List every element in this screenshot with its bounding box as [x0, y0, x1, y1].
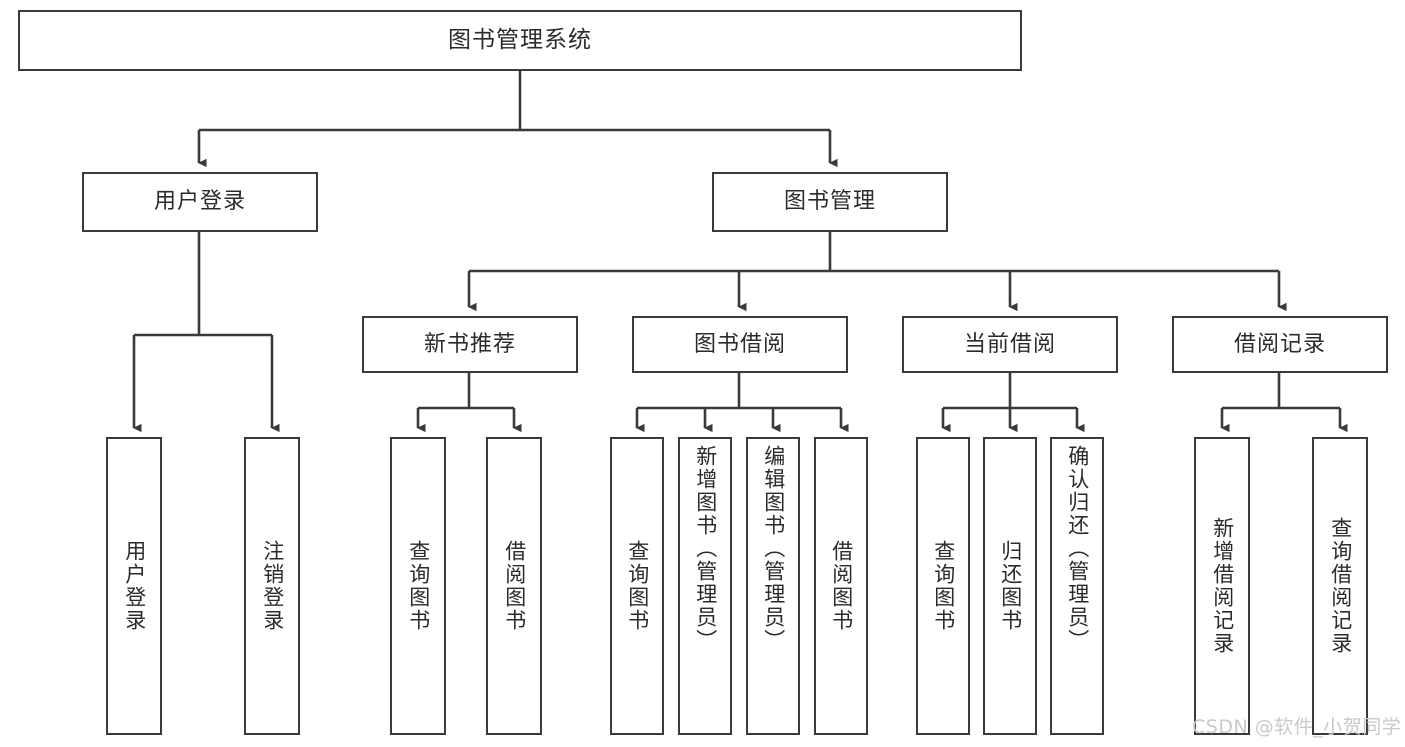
node-leaf-add-record[interactable]: 新增借阅记录 [1194, 437, 1250, 735]
node-borrow-record[interactable]: 借阅记录 [1172, 316, 1388, 373]
csdn-watermark: CSDN @软件_小贺同学 [1192, 716, 1402, 738]
node-leaf-edit-book[interactable]: 编辑图书（管理员） [746, 437, 800, 735]
node-label: 图书借阅 [693, 331, 786, 357]
node-label: 借阅图书 [829, 540, 854, 632]
node-label: 新书推荐 [423, 331, 516, 357]
node-current-borrow[interactable]: 当前借阅 [902, 316, 1118, 373]
node-label: 当前借阅 [963, 331, 1056, 357]
node-leaf-borrow-book-2[interactable]: 借阅图书 [814, 437, 868, 735]
node-leaf-query-record[interactable]: 查询借阅记录 [1312, 437, 1368, 735]
node-label: 查询图书 [625, 540, 650, 632]
node-label: 图书管理系统 [448, 26, 592, 53]
node-leaf-return-book[interactable]: 归还图书 [983, 437, 1037, 735]
node-book-management[interactable]: 图书管理 [712, 172, 948, 232]
node-leaf-query-book-3[interactable]: 查询图书 [916, 437, 970, 735]
node-book-borrow[interactable]: 图书借阅 [632, 316, 848, 373]
node-leaf-user-login[interactable]: 用户登录 [106, 437, 162, 735]
node-label: 编辑图书（管理员） [761, 445, 786, 652]
node-leaf-logout[interactable]: 注销登录 [244, 437, 300, 735]
node-label: 新增借阅记录 [1210, 517, 1235, 655]
node-root-system[interactable]: 图书管理系统 [18, 10, 1022, 71]
node-label: 查询图书 [931, 540, 956, 632]
node-leaf-add-book[interactable]: 新增图书（管理员） [678, 437, 732, 735]
node-label: 借阅记录 [1233, 331, 1326, 357]
node-label: 新增图书（管理员） [693, 445, 718, 652]
node-user-login[interactable]: 用户登录 [82, 172, 318, 232]
node-label: 图书管理 [783, 189, 876, 215]
node-label: 归还图书 [998, 540, 1023, 632]
node-leaf-borrow-book-1[interactable]: 借阅图书 [486, 437, 542, 735]
node-label: 确认归还（管理员） [1065, 445, 1090, 652]
node-leaf-query-book-2[interactable]: 查询图书 [610, 437, 664, 735]
node-leaf-confirm-return[interactable]: 确认归还（管理员） [1050, 437, 1104, 735]
node-new-book-recommend[interactable]: 新书推荐 [362, 316, 578, 373]
node-label: 注销登录 [260, 540, 285, 632]
node-label: 查询图书 [406, 540, 431, 632]
node-label: 借阅图书 [502, 540, 527, 632]
node-label: 查询借阅记录 [1328, 517, 1353, 655]
node-label: 用户登录 [122, 540, 147, 632]
node-label: 用户登录 [153, 189, 246, 215]
node-leaf-query-book-1[interactable]: 查询图书 [390, 437, 446, 735]
